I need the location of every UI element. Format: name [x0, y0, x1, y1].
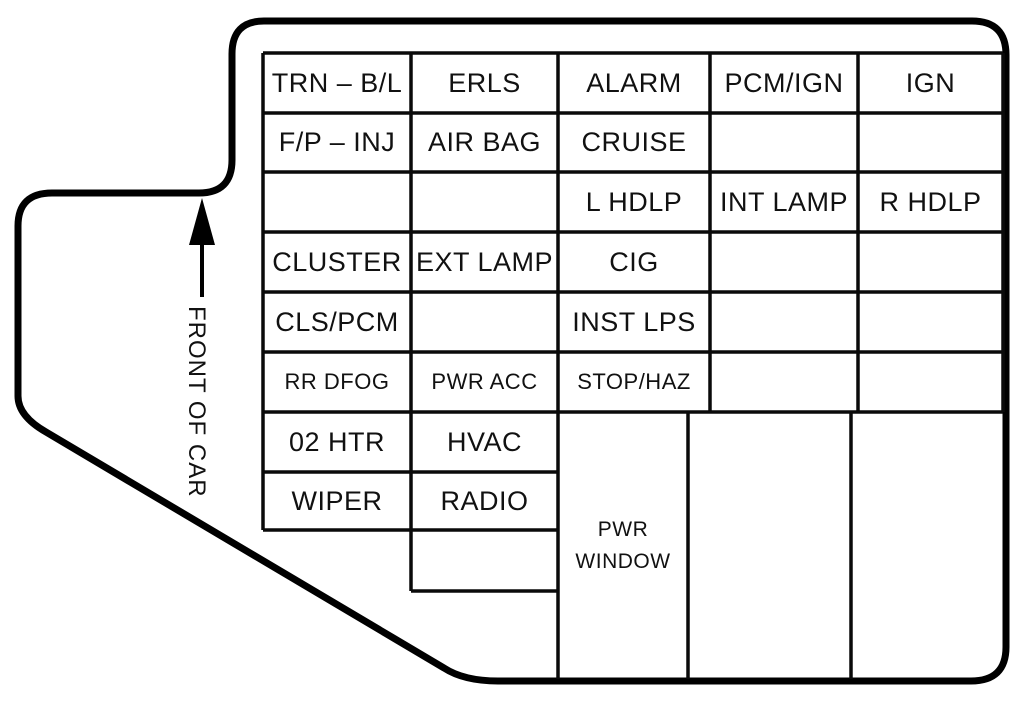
fuse-cell-empty	[851, 412, 1003, 679]
fuse-cell-r-hdlp: R HDLP	[879, 186, 982, 217]
fuse-cell-empty	[858, 292, 1003, 352]
fuse-cell-alarm: ALARM	[586, 67, 682, 98]
fuse-cell-pwr-acc: PWR ACC	[431, 369, 538, 394]
fuse-cell-ext-lamp: EXT LAMP	[415, 246, 554, 277]
fuse-cell-empty	[858, 352, 1003, 412]
fuse-cell-rr-dfog: RR DFOG	[284, 369, 390, 394]
fuse-cell-trn-bl: TRN – B/L	[271, 67, 403, 98]
fuse-cell-ign: IGN	[905, 67, 956, 98]
fuse-cell-empty	[688, 412, 851, 679]
fuse-cell-empty	[710, 292, 858, 352]
front-of-car-label: FRONT OF CAR	[183, 306, 210, 498]
fuse-cell-empty	[710, 113, 858, 172]
fuse-cell-empty	[710, 352, 858, 412]
fuse-cell-erls: ERLS	[448, 67, 521, 98]
fuse-cell-empty	[710, 232, 858, 292]
fuse-cell-pcm-ign: PCM/IGN	[724, 67, 844, 98]
fuse-cell-pwr-window: PWR WINDOW	[575, 518, 671, 573]
fuse-box-outline	[14, 17, 1010, 685]
front-arrow-icon	[189, 198, 215, 297]
fuse-cell-empty	[411, 172, 558, 232]
fuse-cell-fp-inj: F/P – INJ	[278, 127, 396, 157]
fuse-cell-empty	[411, 530, 558, 591]
fuse-cell-cruise: CRUISE	[581, 127, 687, 157]
fuse-grid-lines	[261, 51, 1005, 679]
fuse-cell-inst-lps: INST LPS	[572, 306, 696, 337]
fuse-cell-l-hdlp: L HDLP	[585, 186, 683, 217]
fuse-cell-radio: RADIO	[440, 485, 529, 516]
fuse-cell-air-bag: AIR BAG	[427, 127, 542, 157]
fuse-cell-empty	[858, 232, 1003, 292]
fuse-cell-empty	[263, 172, 411, 232]
fuse-cell-cluster: CLUSTER	[272, 246, 402, 277]
fuse-cell-empty	[411, 292, 558, 352]
fuse-cell-hvac: HVAC	[446, 426, 522, 457]
fuse-cell-wiper: WIPER	[291, 485, 383, 516]
fuse-cell-empty	[858, 113, 1003, 172]
fuse-cell-int-lamp: INT LAMP	[719, 186, 849, 217]
fuse-cell-cig: CIG	[609, 246, 659, 277]
fuse-cell-stop-haz: STOP/HAZ	[577, 369, 691, 394]
fuse-cell-02-htr: 02 HTR	[288, 426, 386, 457]
fuse-cell-cls-pcm: CLS/PCM	[275, 306, 399, 337]
